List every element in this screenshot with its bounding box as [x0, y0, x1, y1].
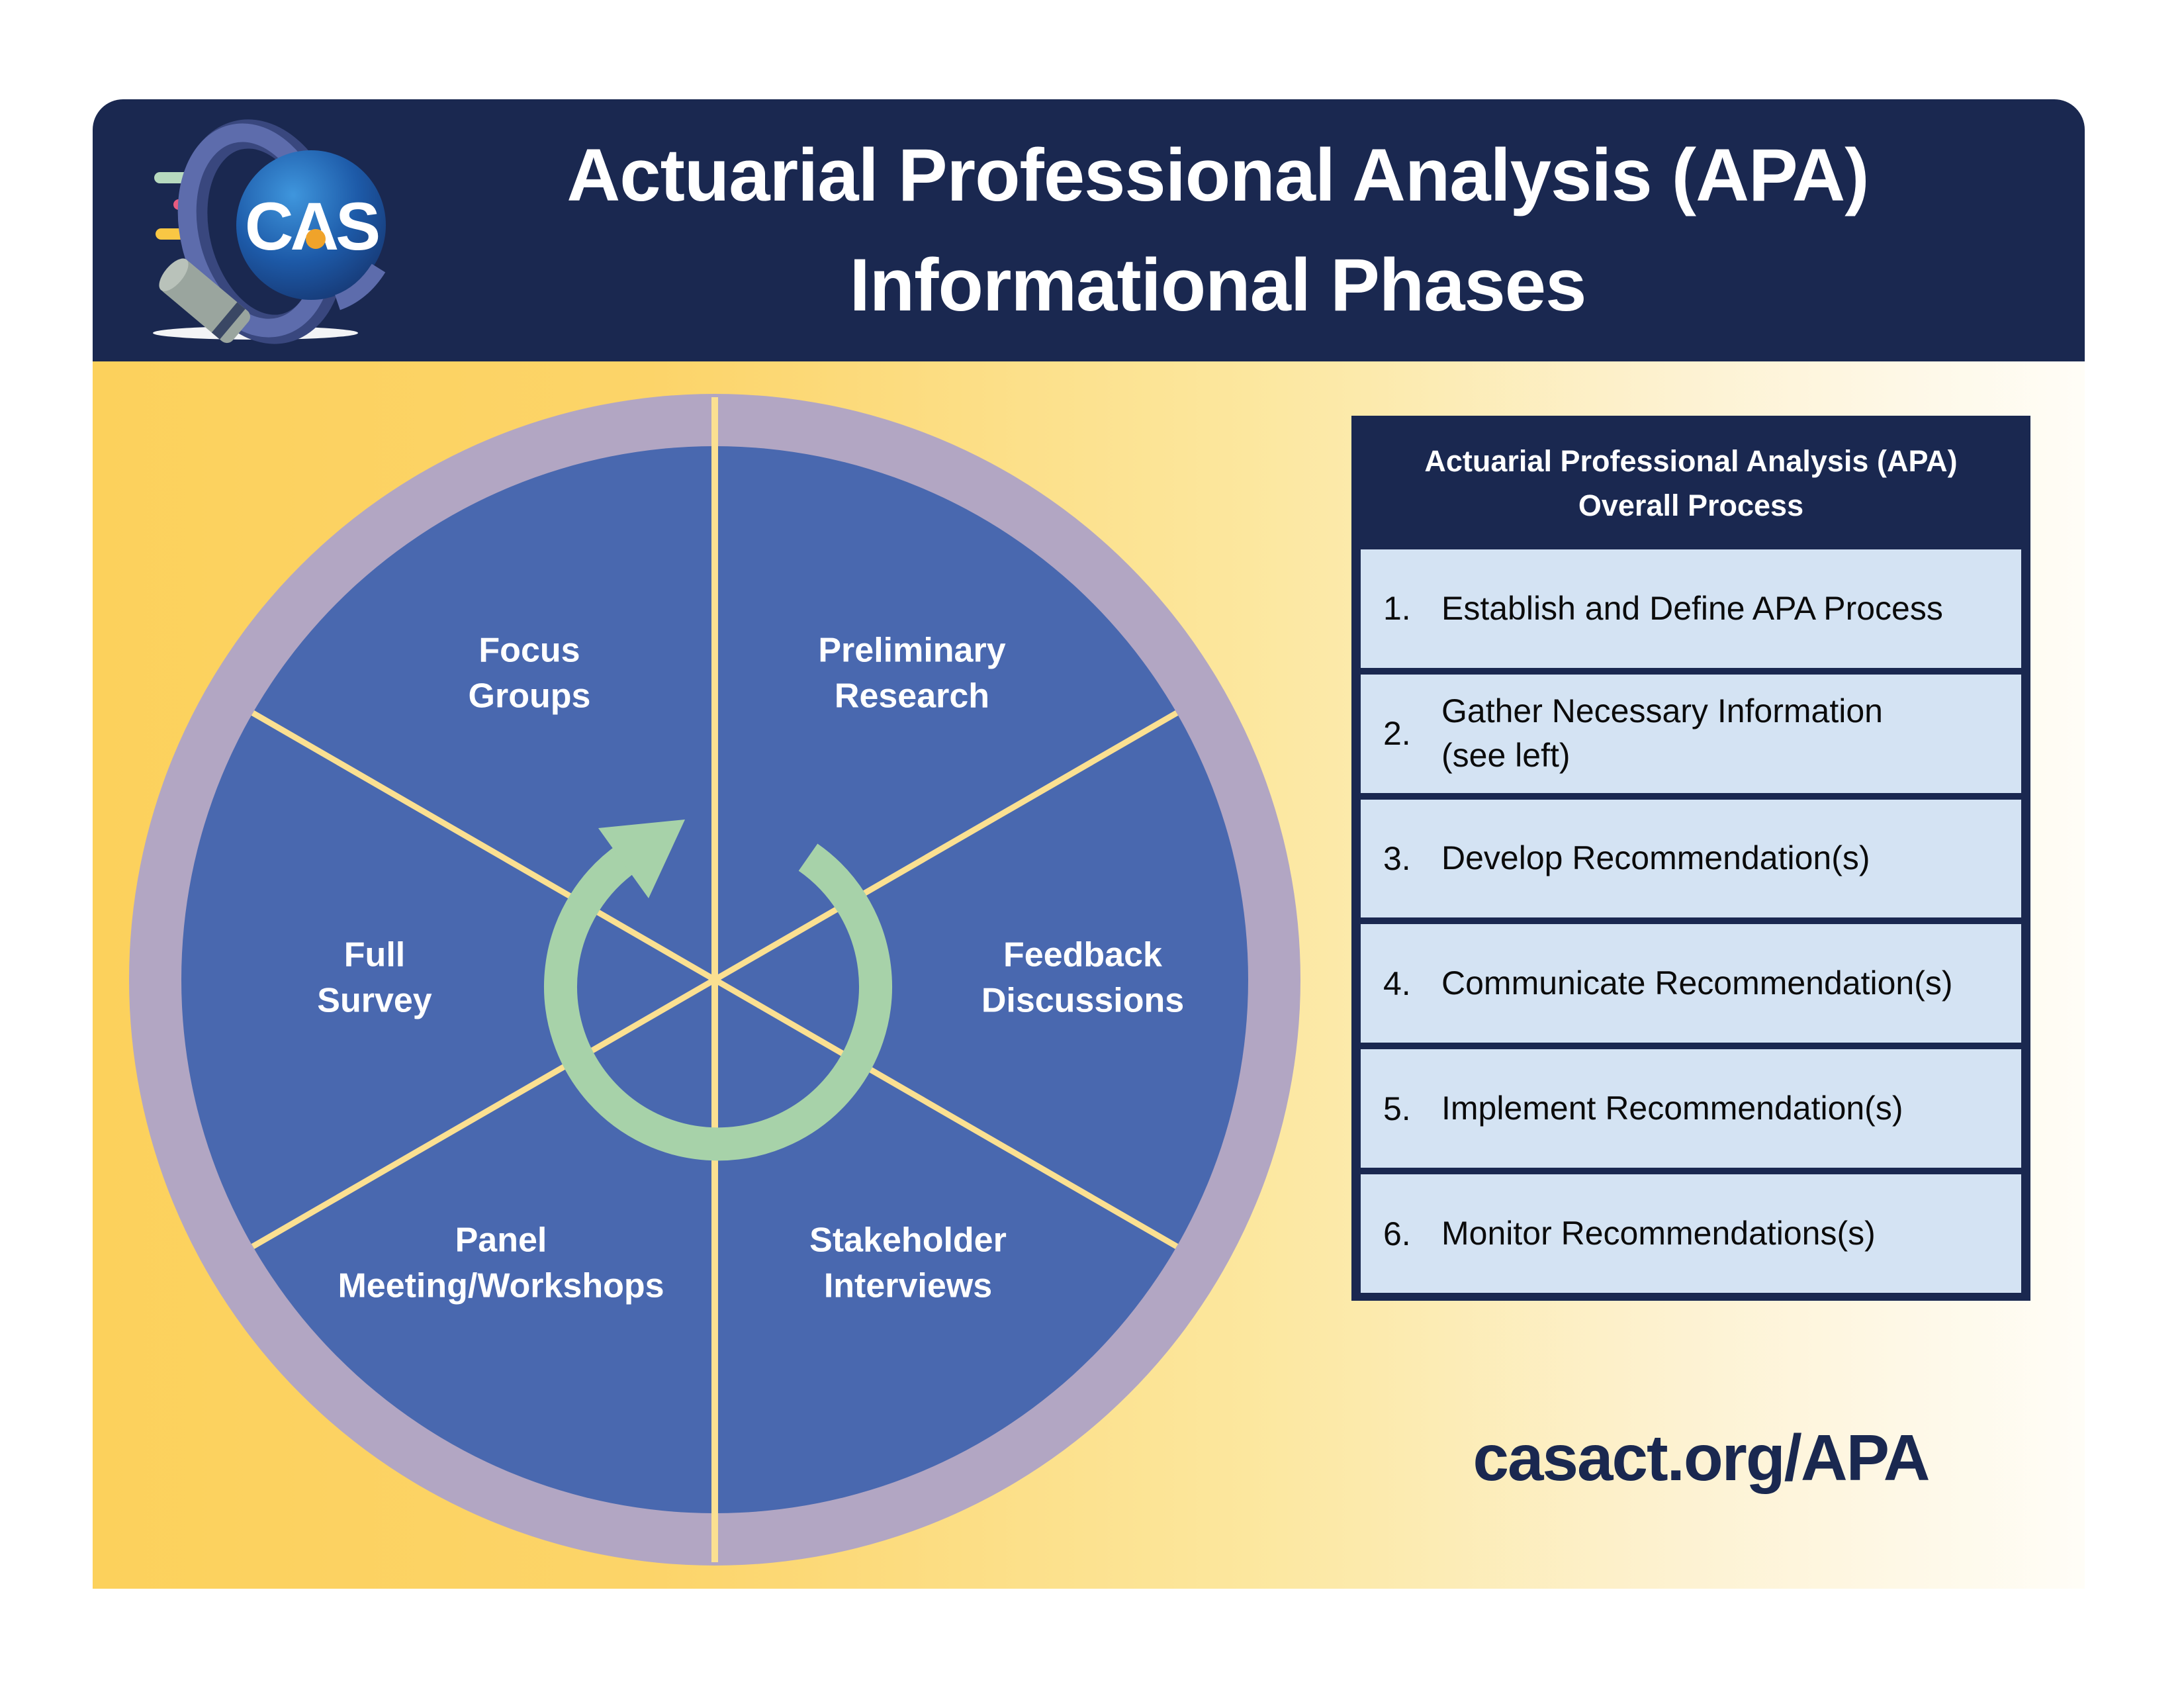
row-number: 4.: [1383, 964, 1411, 1002]
cas-logo-text: CAS: [245, 189, 379, 264]
informational-phases-wheel: [129, 394, 1300, 1566]
table-row: 4. Communicate Recommendation(s): [1361, 924, 2021, 1043]
segment-label-full-survey: Full Survey: [317, 935, 432, 1019]
segment-label-preliminary-research: Preliminary Research: [818, 631, 1006, 715]
page-title: Actuarial Professional Analysis (APA) In…: [384, 99, 2052, 361]
magnifier-handle-icon: [159, 258, 251, 344]
table-row: 5. Implement Recommendation(s): [1361, 1049, 2021, 1168]
page-title-line2: Informational Phases: [849, 244, 1587, 326]
row-text: Develop Recommendation(s): [1441, 839, 1870, 877]
header-band: [93, 99, 2085, 361]
row-number: 2.: [1383, 715, 1411, 753]
table-row: 2. Gather Necessary Information (see lef…: [1361, 674, 2021, 793]
page-title-line1: Actuarial Professional Analysis (APA): [567, 134, 1869, 217]
cas-globe-icon: [236, 150, 386, 300]
cas-gold-dot-icon: [306, 229, 326, 249]
segment-label-stakeholder-interviews: Stakeholder Interviews: [809, 1221, 1007, 1305]
row-text: Implement Recommendation(s): [1441, 1089, 1903, 1127]
overall-process-table: Actuarial Professional Analysis (APA) Ov…: [1351, 416, 2030, 1301]
row-text: Gather Necessary Information (see left): [1441, 692, 1883, 774]
row-number: 3.: [1383, 840, 1411, 878]
spoke-diagonal-2: [251, 710, 1179, 1249]
segment-label-panel-meetings: Panel Meeting/Workshops: [338, 1221, 664, 1305]
row-text: Monitor Recommendations(s): [1441, 1214, 1876, 1252]
table-row: 3. Develop Recommendation(s): [1361, 799, 2021, 918]
row-number: 5.: [1383, 1090, 1411, 1127]
segment-label-focus-groups: Focus Groups: [468, 631, 591, 715]
cas-magnifier-logo-icon: CAS: [153, 119, 386, 344]
row-number: 6.: [1383, 1215, 1411, 1252]
table-header-line1: Actuarial Professional Analysis (APA): [1424, 444, 1958, 478]
table-header-line2: Overall Process: [1578, 489, 1804, 522]
table-header: Actuarial Professional Analysis (APA) Ov…: [1361, 424, 2021, 543]
cycle-arrow-icon: [544, 820, 892, 1161]
table-row: 1. Establish and Define APA Process: [1361, 549, 2021, 668]
row-text: Communicate Recommendation(s): [1441, 964, 1953, 1002]
ring-front-arc-icon: [334, 263, 386, 310]
table-row: 6. Monitor Recommendations(s): [1361, 1174, 2021, 1293]
casact-apa-link[interactable]: casact.org/APA: [1473, 1421, 1930, 1494]
row-number: 1.: [1383, 590, 1411, 628]
row-text: Establish and Define APA Process: [1441, 589, 1943, 627]
segment-label-feedback-discussions: Feedback Discussions: [981, 935, 1185, 1019]
